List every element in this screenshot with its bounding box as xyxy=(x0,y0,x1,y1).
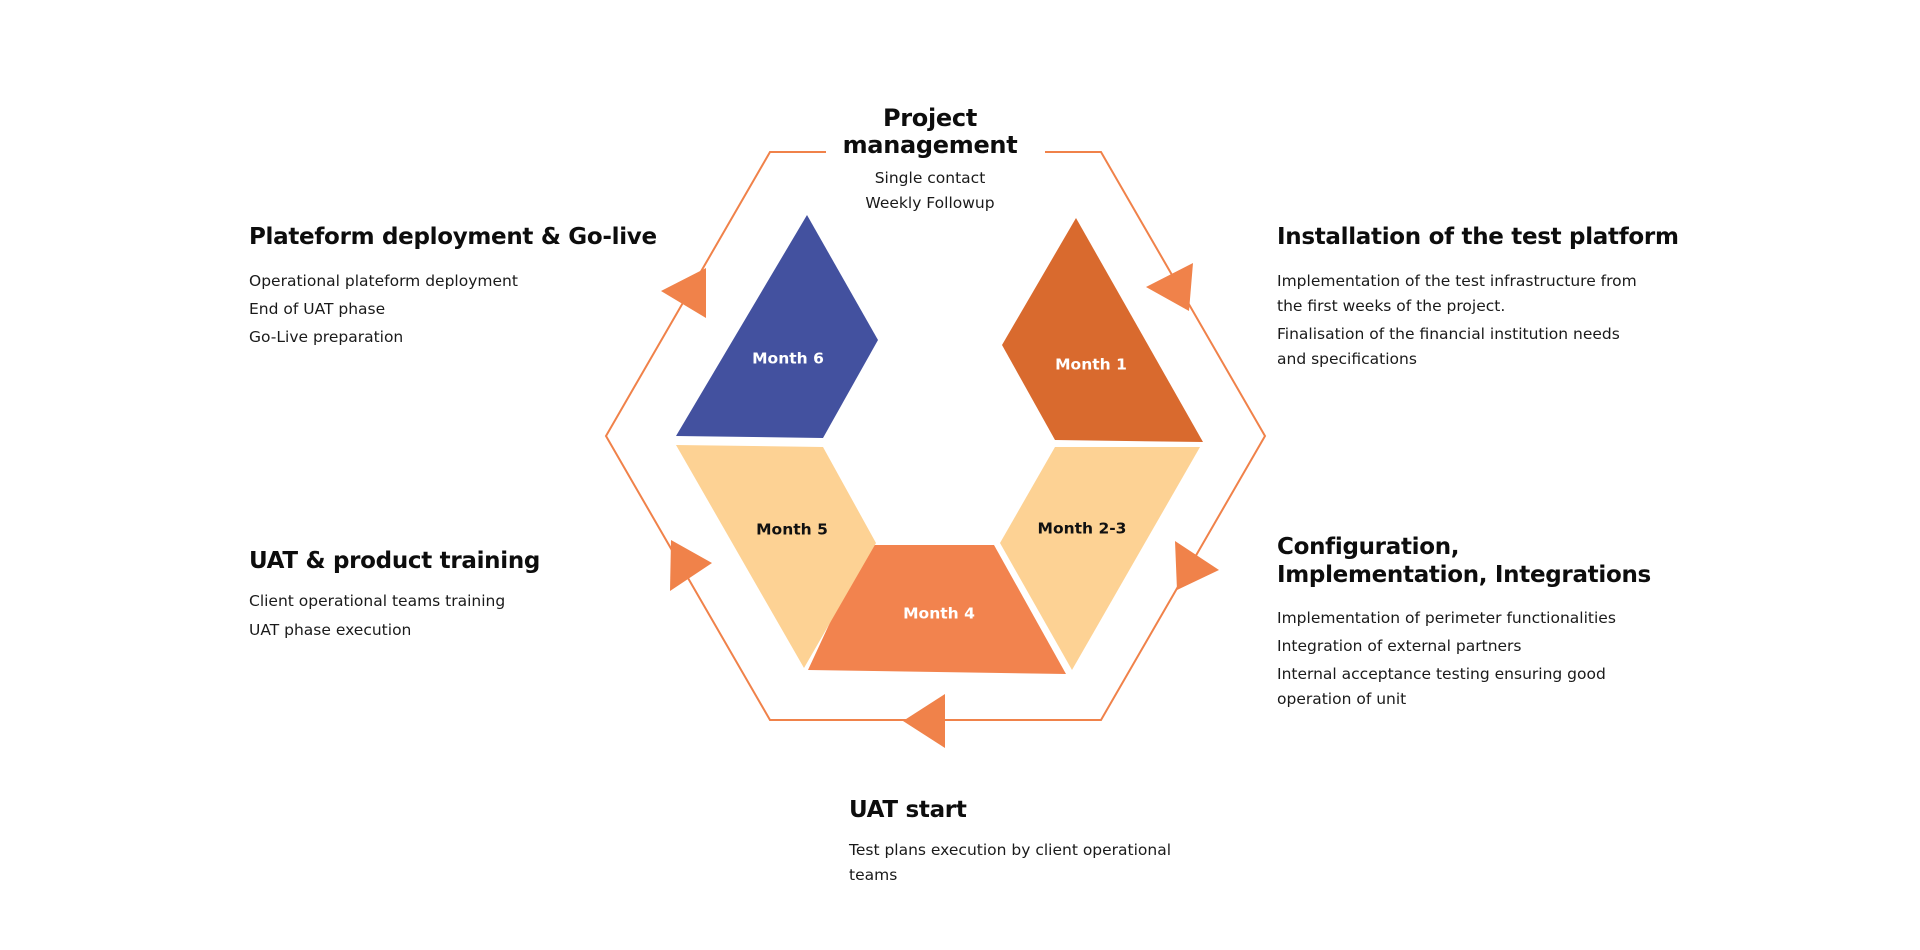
deployment-title: Plateform deployment & Go-live xyxy=(249,224,657,250)
uat-start-item: Test plans execution by client operation… xyxy=(849,841,1172,884)
segment-label-month-4: Month 4 xyxy=(903,605,975,623)
cycle-arrow-icon xyxy=(903,694,945,748)
project-management-title-line1: Project xyxy=(882,104,978,132)
project-management-block: Project management Single contact Weekly… xyxy=(800,105,1060,216)
installation-block: Installation of the test platform Implem… xyxy=(1277,223,1727,375)
installation-title: Installation of the test platform xyxy=(1277,224,1679,250)
configuration-title-line2: Implementation, Integrations xyxy=(1277,562,1651,588)
segment-month-4 xyxy=(808,545,1066,674)
segment-month-5 xyxy=(676,445,876,668)
uat-start-block: UAT start Test plans execution by client… xyxy=(849,796,1209,888)
configuration-item: Implementation of perimeter functionalit… xyxy=(1277,609,1616,627)
configuration-title-line1: Configuration, xyxy=(1277,534,1460,560)
configuration-item: Internal acceptance testing ensuring goo… xyxy=(1277,665,1606,708)
cycle-arrow-icon xyxy=(670,540,712,591)
segment-label-month-2-3: Month 2-3 xyxy=(1038,520,1127,538)
uat-training-item: UAT phase execution xyxy=(249,621,412,639)
uat-start-list: Test plans execution by client operation… xyxy=(849,838,1209,888)
deployment-item: Operational plateform deployment xyxy=(249,272,518,290)
project-management-title: Project management xyxy=(800,105,1060,159)
uat-training-block: UAT & product training Client operationa… xyxy=(249,547,629,647)
segment-label-month-1: Month 1 xyxy=(1055,356,1127,374)
uat-start-title: UAT start xyxy=(849,797,967,823)
uat-training-list: Client operational teams training UAT ph… xyxy=(249,589,629,643)
configuration-item: Integration of external partners xyxy=(1277,637,1522,655)
segment-month-1 xyxy=(1002,218,1203,442)
project-management-title-line2: management xyxy=(842,131,1018,159)
configuration-title: Configuration, Implementation, Integrati… xyxy=(1277,533,1727,589)
segment-label-month-5: Month 5 xyxy=(756,521,828,539)
project-management-item: Single contact xyxy=(874,169,986,187)
cycle-arrow-icon xyxy=(1146,263,1193,311)
project-management-item: Weekly Followup xyxy=(865,194,995,212)
segment-label-month-6: Month 6 xyxy=(752,350,824,368)
cycle-arrow-icon xyxy=(1175,541,1219,590)
deployment-list: Operational plateform deployment End of … xyxy=(249,269,669,350)
project-management-list: Single contact Weekly Followup xyxy=(800,166,1060,216)
installation-item: Finalisation of the financial institutio… xyxy=(1277,325,1620,368)
segment-month-2-3 xyxy=(1000,447,1200,670)
installation-item: Implementation of the test infrastructur… xyxy=(1277,272,1637,315)
configuration-block: Configuration, Implementation, Integrati… xyxy=(1277,533,1727,715)
deployment-block: Plateform deployment & Go-live Operation… xyxy=(249,223,669,353)
configuration-list: Implementation of perimeter functionalit… xyxy=(1277,606,1727,712)
installation-list: Implementation of the test infrastructur… xyxy=(1277,269,1727,372)
uat-training-title: UAT & product training xyxy=(249,548,541,574)
deployment-item: Go-Live preparation xyxy=(249,328,404,346)
cycle-arrow-icon xyxy=(661,268,706,318)
segment-month-6 xyxy=(676,215,878,438)
deployment-item: End of UAT phase xyxy=(249,300,386,318)
uat-training-item: Client operational teams training xyxy=(249,592,506,610)
